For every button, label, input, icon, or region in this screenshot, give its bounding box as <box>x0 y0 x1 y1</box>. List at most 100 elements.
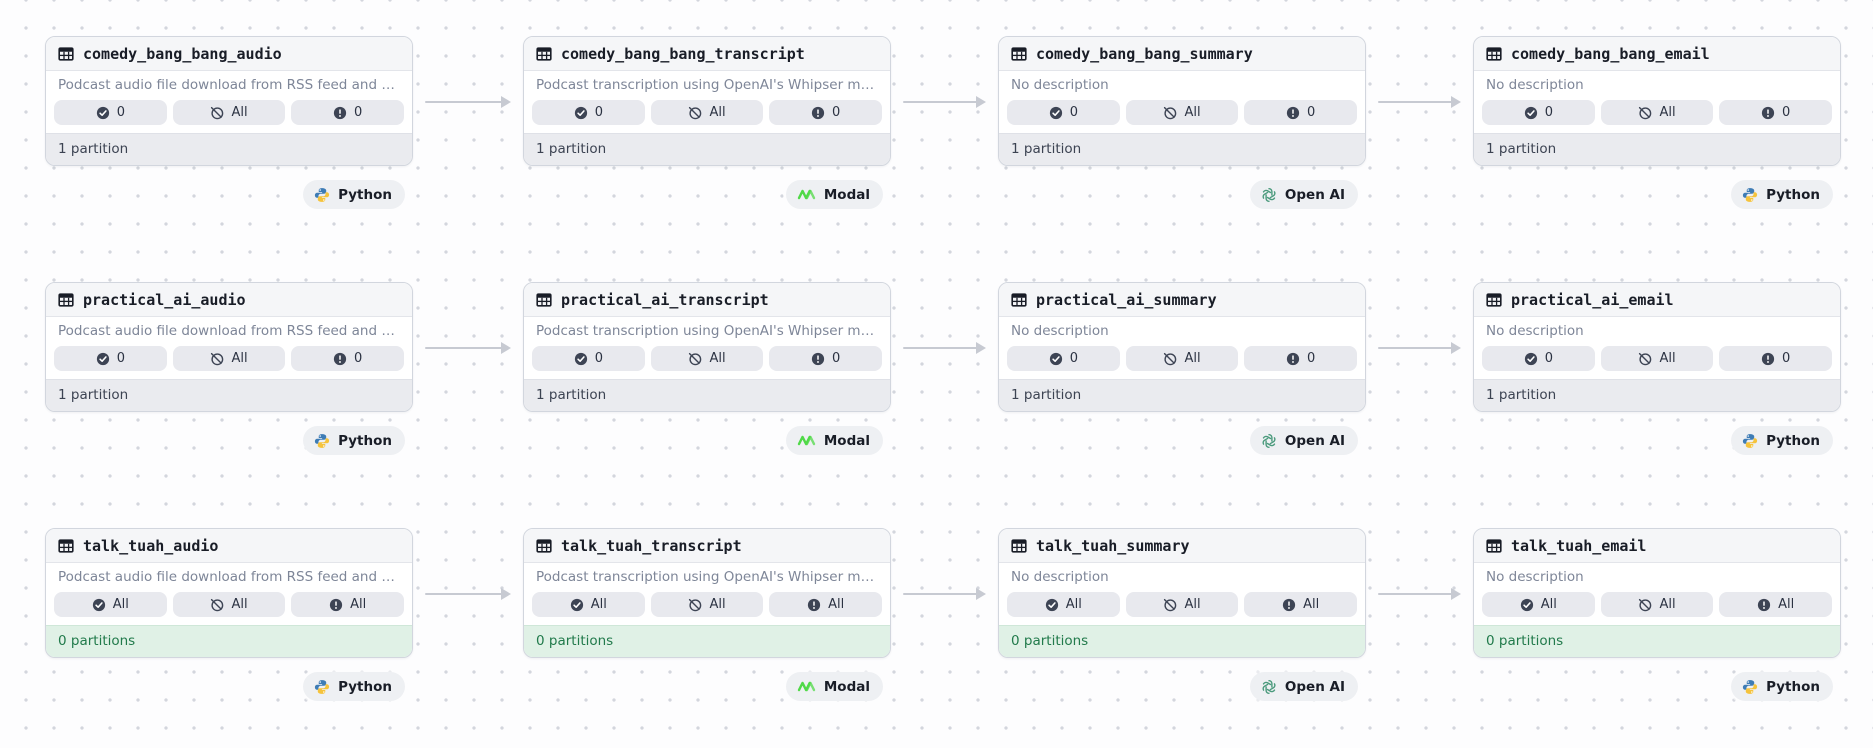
python-icon <box>314 187 330 203</box>
asset-description: Podcast audio file download from RSS fee… <box>58 323 395 339</box>
badge-missing[interactable]: All <box>1125 100 1239 125</box>
badge-missing[interactable]: All <box>650 346 764 371</box>
badge-materialized[interactable]: 0 <box>54 100 167 125</box>
asset-card[interactable]: talk_tuah_audio Podcast audio file downl… <box>45 528 413 658</box>
badge-failed[interactable]: 0 <box>1244 346 1358 371</box>
compute-kind-tag[interactable]: Python <box>303 426 405 455</box>
badge-missing[interactable]: All <box>172 100 286 125</box>
asset-card[interactable]: comedy_bang_bang_summary No description … <box>998 36 1366 166</box>
compute-kind-tag[interactable]: Open AI <box>1249 180 1358 209</box>
badge-value: 0 <box>1544 351 1553 366</box>
asset-card[interactable]: practical_ai_email No description 0 All … <box>1473 282 1841 412</box>
badge-missing[interactable]: All <box>1125 346 1239 371</box>
table-icon <box>1486 46 1502 62</box>
badge-materialized[interactable]: 0 <box>1482 346 1595 371</box>
badge-missing[interactable]: All <box>172 592 286 617</box>
table-icon <box>536 538 552 554</box>
badge-missing[interactable]: All <box>1600 592 1714 617</box>
partition-count: 1 partition <box>1474 133 1840 165</box>
alert-circle-icon <box>807 598 821 612</box>
badge-failed[interactable]: 0 <box>291 346 405 371</box>
badge-failed[interactable]: All <box>1244 592 1358 617</box>
badge-value: 0 <box>1069 105 1078 120</box>
compute-kind-tag[interactable]: Modal <box>785 180 883 209</box>
asset-card[interactable]: comedy_bang_bang_transcript Podcast tran… <box>523 36 891 166</box>
asset-node: practical_ai_transcript Podcast transcri… <box>523 282 891 482</box>
compute-kind-tag[interactable]: Open AI <box>1249 672 1358 701</box>
badge-failed[interactable]: 0 <box>1719 100 1833 125</box>
asset-node: practical_ai_audio Podcast audio file do… <box>45 282 413 482</box>
badge-missing[interactable]: All <box>1125 592 1239 617</box>
modal-icon <box>797 680 816 693</box>
badge-materialized[interactable]: 0 <box>1007 100 1120 125</box>
badge-failed[interactable]: 0 <box>1244 100 1358 125</box>
badge-value: All <box>112 597 129 612</box>
asset-card[interactable]: talk_tuah_summary No description All All… <box>998 528 1366 658</box>
badge-failed[interactable]: All <box>291 592 405 617</box>
modal-icon <box>797 434 816 447</box>
asset-name: comedy_bang_bang_email <box>1511 45 1710 63</box>
compute-kind-tag[interactable]: Python <box>1731 672 1833 701</box>
badge-materialized[interactable]: All <box>1482 592 1595 617</box>
badge-value: All <box>1065 597 1082 612</box>
slash-circle-icon <box>688 598 702 612</box>
badge-materialized[interactable]: 0 <box>1007 346 1120 371</box>
compute-kind-tag[interactable]: Python <box>1731 180 1833 209</box>
partition-count: 1 partition <box>46 379 412 411</box>
badge-materialized[interactable]: 0 <box>532 346 645 371</box>
badge-materialized[interactable]: 0 <box>532 100 645 125</box>
badge-failed[interactable]: 0 <box>769 346 883 371</box>
badge-failed[interactable]: 0 <box>291 100 405 125</box>
badge-materialized[interactable]: 0 <box>1482 100 1595 125</box>
asset-node: practical_ai_summary No description 0 Al… <box>998 282 1366 482</box>
asset-description: No description <box>1011 323 1109 339</box>
asset-card[interactable]: comedy_bang_bang_audio Podcast audio fil… <box>45 36 413 166</box>
asset-card[interactable]: talk_tuah_transcript Podcast transcripti… <box>523 528 891 658</box>
compute-kind-tag[interactable]: Modal <box>785 672 883 701</box>
asset-card[interactable]: comedy_bang_bang_email No description 0 … <box>1473 36 1841 166</box>
badge-value: All <box>1659 351 1676 366</box>
partition-count: 1 partition <box>46 133 412 165</box>
asset-card-header: practical_ai_summary <box>999 283 1365 317</box>
asset-name: practical_ai_summary <box>1036 291 1217 309</box>
asset-card-header: practical_ai_email <box>1474 283 1840 317</box>
asset-check-badges: 0 All 0 <box>999 95 1365 133</box>
compute-kind-tag[interactable]: Modal <box>785 426 883 455</box>
compute-kind-tag[interactable]: Python <box>303 672 405 701</box>
asset-card[interactable]: practical_ai_summary No description 0 Al… <box>998 282 1366 412</box>
asset-name: comedy_bang_bang_summary <box>1036 45 1253 63</box>
badge-value: 0 <box>354 105 363 120</box>
alert-circle-icon <box>1282 598 1296 612</box>
badge-materialized[interactable]: All <box>54 592 167 617</box>
tag-label: Modal <box>823 186 870 203</box>
openai-icon <box>1261 187 1277 203</box>
badge-materialized[interactable]: All <box>1007 592 1120 617</box>
asset-card[interactable]: practical_ai_audio Podcast audio file do… <box>45 282 413 412</box>
badge-missing[interactable]: All <box>172 346 286 371</box>
badge-materialized[interactable]: 0 <box>54 346 167 371</box>
check-circle-icon <box>96 106 110 120</box>
badge-missing[interactable]: All <box>1600 100 1714 125</box>
badge-failed[interactable]: All <box>769 592 883 617</box>
badge-missing[interactable]: All <box>650 100 764 125</box>
asset-card[interactable]: practical_ai_transcript Podcast transcri… <box>523 282 891 412</box>
compute-kind-tag[interactable]: Python <box>303 180 405 209</box>
badge-value: All <box>1778 597 1795 612</box>
badge-failed[interactable]: 0 <box>1719 346 1833 371</box>
badge-failed[interactable]: 0 <box>769 100 883 125</box>
compute-kind-tag[interactable]: Open AI <box>1249 426 1358 455</box>
asset-card-header: practical_ai_transcript <box>524 283 890 317</box>
tag-label: Open AI <box>1284 432 1345 449</box>
badge-materialized[interactable]: All <box>532 592 645 617</box>
asset-card[interactable]: talk_tuah_email No description All All A… <box>1473 528 1841 658</box>
asset-check-badges: All All All <box>524 587 890 625</box>
tag-label: Python <box>1766 678 1820 695</box>
badge-missing[interactable]: All <box>1600 346 1714 371</box>
dependency-arrow <box>1378 588 1461 600</box>
badge-failed[interactable]: All <box>1719 592 1833 617</box>
badge-missing[interactable]: All <box>650 592 764 617</box>
compute-kind-tag[interactable]: Python <box>1731 426 1833 455</box>
asset-check-badges: 0 All 0 <box>1474 341 1840 379</box>
badge-value: All <box>709 351 726 366</box>
